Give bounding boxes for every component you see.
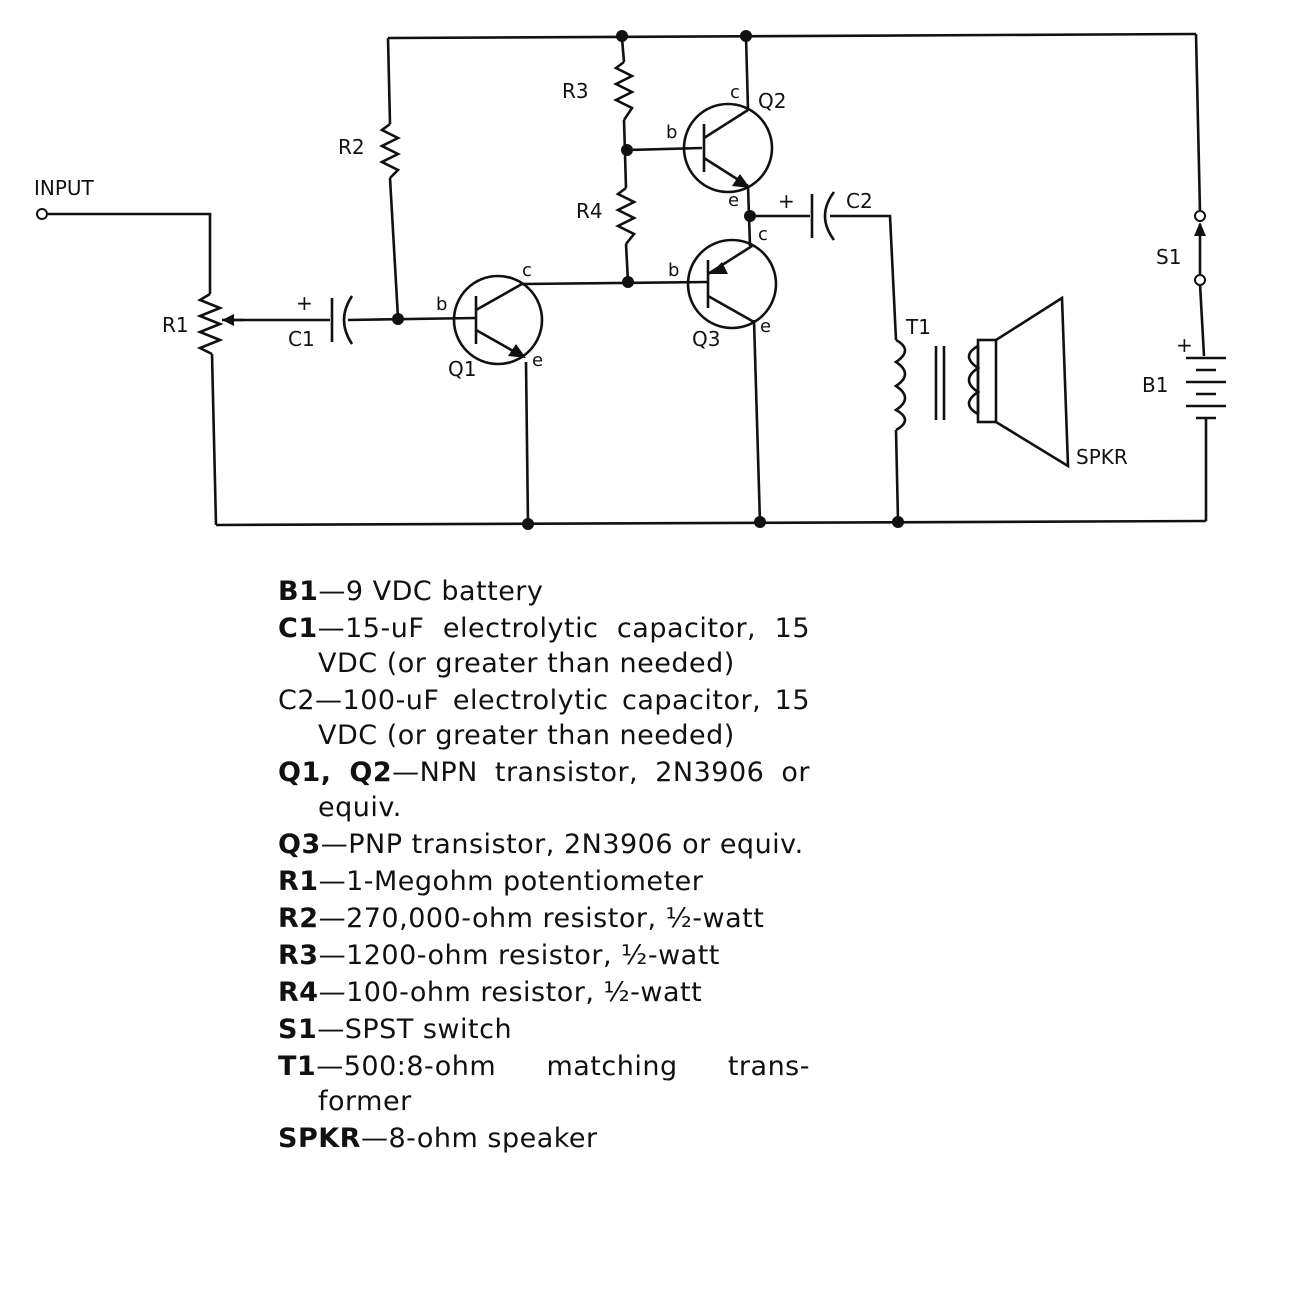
r1-potentiometer: [196, 292, 244, 356]
part-dash: —: [318, 903, 347, 934]
c2-capacitor: [810, 191, 836, 241]
q3-label: Q3: [692, 327, 720, 351]
part-ref: Q3: [278, 829, 321, 860]
parts-list-item: SPKR—8-ohm speaker: [278, 1121, 810, 1156]
speaker-icon: [976, 295, 1070, 469]
q1-transistor: [452, 274, 544, 366]
r3-resistor: [613, 60, 635, 121]
q2-pin-c: c: [730, 82, 740, 103]
r3-label: R3: [562, 79, 589, 103]
parts-list-item: R3—1200-ohm resistor, ½-watt: [278, 938, 810, 973]
q2-pin-e: e: [728, 190, 739, 211]
q3-pin-c: c: [758, 224, 768, 245]
q1-pin-e: e: [532, 350, 543, 371]
parts-list-item: T1—500:8-ohm matching trans-former: [278, 1049, 810, 1119]
part-description: 1200-ohm resistor, ½-watt: [346, 940, 720, 971]
part-dash: —: [318, 940, 347, 971]
part-description: 1-Megohm potentiometer: [346, 866, 704, 897]
spkr-label: SPKR: [1076, 445, 1128, 469]
c1-plus: +: [296, 291, 313, 315]
parts-list-item: R2—270,000-ohm resistor, ½-watt: [278, 901, 810, 936]
part-dash: —: [315, 685, 343, 716]
parts-list-item: R4—100-ohm resistor, ½-watt: [278, 975, 810, 1010]
input-label: INPUT: [34, 176, 95, 200]
s1-switch: [1194, 210, 1206, 286]
part-ref: R3: [278, 940, 319, 971]
q1-pin-b: b: [436, 294, 447, 315]
c2-plus: +: [778, 189, 795, 213]
part-ref: R4: [278, 977, 319, 1008]
part-ref: R1: [278, 866, 319, 897]
part-ref: B1: [278, 576, 319, 607]
part-ref: S1: [278, 1014, 318, 1045]
q1-label: Q1: [448, 357, 476, 381]
parts-list-item: S1—SPST switch: [278, 1012, 810, 1047]
part-dash: —: [360, 1123, 389, 1154]
part-ref: R2: [278, 903, 319, 934]
part-dash: —: [318, 866, 347, 897]
t1-label: T1: [905, 315, 931, 339]
part-description: 8-ohm speaker: [388, 1123, 598, 1154]
r4-label: R4: [576, 199, 603, 223]
part-description: 270,000-ohm resistor, ½-watt: [346, 903, 765, 934]
part-description: NPN transistor, 2N3906 or equiv.: [318, 757, 810, 823]
part-description: PNP transistor, 2N3906 or equiv.: [348, 829, 804, 860]
parts-list-item: R1—1-Megohm potentiometer: [278, 864, 810, 899]
part-description: 9 VDC battery: [345, 576, 544, 607]
part-ref: SPKR: [278, 1123, 361, 1154]
part-description: SPST switch: [344, 1014, 513, 1045]
c1-capacitor: [330, 295, 354, 345]
part-description: 100-ohm resistor, ½-watt: [346, 977, 703, 1008]
part-dash: —: [318, 977, 347, 1008]
q1-pin-c: c: [522, 260, 532, 281]
t1-transformer: [893, 338, 981, 432]
part-dash: —: [316, 1051, 344, 1082]
amplifier-schematic: INPUT R1 + C1 R2 R3 R4 b c e Q1 b c e: [34, 30, 1226, 530]
parts-list-item: C1—15-uF electrolytic capacitor, 15 VDC …: [278, 611, 810, 681]
part-ref: Q1, Q2: [278, 757, 393, 788]
q3-transistor: [686, 238, 778, 330]
part-dash: —: [392, 757, 420, 788]
r2-resistor: [379, 122, 401, 179]
q2-pin-b: b: [666, 122, 677, 143]
b1-battery: [1186, 356, 1226, 420]
r4-resistor: [615, 186, 637, 245]
part-ref: T1: [278, 1051, 317, 1082]
parts-list-item: C2—100-uF electrolytic capacitor, 15 VDC…: [278, 683, 810, 753]
part-description: 100-uF electrolytic capacitor, 15 VDC (o…: [318, 685, 810, 751]
part-dash: —: [318, 576, 346, 607]
c2-label: C2: [846, 189, 873, 213]
part-dash: —: [320, 829, 349, 860]
part-description: 15-uF electrolytic capacitor, 15 VDC (or…: [318, 613, 810, 679]
junction-dots: [392, 30, 904, 530]
q2-label: Q2: [758, 89, 786, 113]
c1-label: C1: [288, 327, 315, 351]
part-dash: —: [317, 1014, 345, 1045]
q3-pin-e: e: [760, 316, 771, 337]
parts-list-item: Q3—PNP transistor, 2N3906 or equiv.: [278, 827, 810, 862]
q3-pin-b: b: [668, 260, 679, 281]
s1-label: S1: [1156, 245, 1181, 269]
r1-label: R1: [162, 313, 189, 337]
q2-transistor: [682, 102, 774, 194]
part-description: 500:8-ohm matching trans-former: [318, 1051, 810, 1117]
b1-label: B1: [1142, 373, 1168, 397]
parts-list-item: Q1, Q2—NPN transistor, 2N3906 or equiv.: [278, 755, 810, 825]
input-terminal: [36, 208, 48, 220]
part-dash: —: [317, 613, 346, 644]
b1-plus: +: [1176, 333, 1193, 357]
r2-label: R2: [338, 135, 365, 159]
parts-list-item: B1—9 VDC battery: [278, 574, 810, 609]
part-ref: C1: [278, 613, 318, 644]
part-ref: C2: [278, 685, 316, 716]
